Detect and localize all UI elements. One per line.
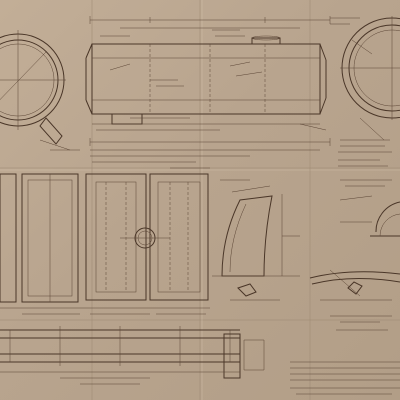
left-end-view — [0, 30, 80, 151]
tank-side-elevation — [85, 16, 331, 163]
curved-sheet-detail — [212, 185, 300, 301]
panel-elevations — [0, 173, 210, 315]
bottom-long-elevation — [0, 326, 265, 385]
right-notes — [338, 139, 392, 187]
arc-section-detail — [309, 195, 400, 331]
title-block — [290, 361, 400, 395]
right-end-view — [330, 16, 400, 141]
dimension-ticks — [100, 29, 250, 181]
